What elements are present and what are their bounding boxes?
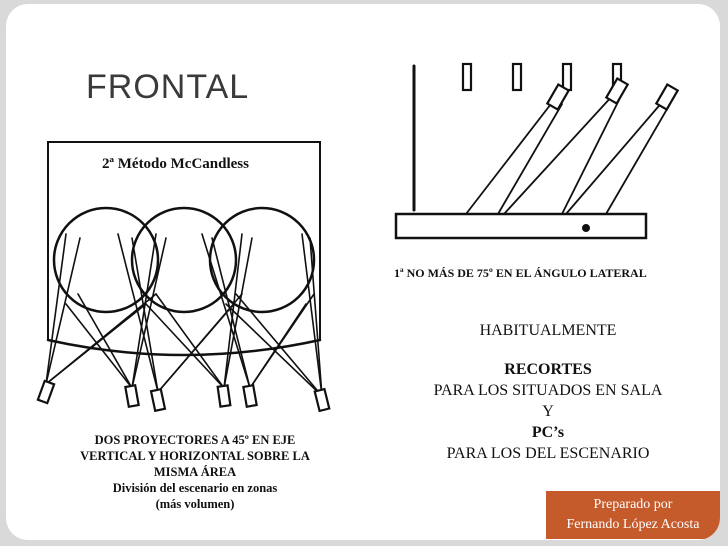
escenario-text: PARA LOS DEL ESCENARIO xyxy=(446,445,650,462)
batten-2 xyxy=(511,62,523,92)
projector-2 xyxy=(124,384,140,408)
batten-3 xyxy=(561,62,573,92)
right-text-block: HABITUALMENTE RECORTES PARA LOS SITUADOS… xyxy=(398,320,698,464)
projector-1 xyxy=(36,379,56,405)
projector-4 xyxy=(216,384,232,408)
left-caption: DOS PROYECTORES A 45º EN EJE VERTICAL Y … xyxy=(50,432,340,512)
angle-note: 1ª NO MÁS DE 75º EN EL ÁNGULO LATERAL xyxy=(394,266,647,280)
side-angle-diagram xyxy=(394,62,680,240)
caption-line-2: VERTICAL Y HORIZONTAL SOBRE LA xyxy=(80,449,310,463)
projector-5 xyxy=(242,384,258,408)
credit-box: Preparado por Fernando López Acosta xyxy=(546,491,720,539)
recortes-text: RECORTES xyxy=(504,361,592,378)
projector-6 xyxy=(313,387,331,413)
sala-text: PARA LOS SITUADOS EN SALA xyxy=(433,382,663,399)
caption-line-4: División del escenario en zonas xyxy=(112,481,278,495)
pcs-text: PC’s xyxy=(531,424,565,441)
beam-lines xyxy=(45,233,323,397)
slide: FRONTAL xyxy=(6,4,720,540)
batten-1 xyxy=(461,62,473,92)
slide-title: FRONTAL xyxy=(86,68,250,106)
stage-platform xyxy=(394,212,648,240)
y-text: Y xyxy=(542,403,554,420)
caption-line-5: (más volumen) xyxy=(155,497,235,511)
stage-front-arc xyxy=(46,338,322,357)
method-label: 2ª Método McCandless xyxy=(102,156,249,172)
credit-line-1: Preparado por xyxy=(593,497,673,512)
stage-marker xyxy=(582,224,590,232)
side-projector-1 xyxy=(545,82,571,112)
zone-circle-1 xyxy=(52,206,160,314)
mccandless-diagram xyxy=(36,141,331,413)
zone-circle-3 xyxy=(208,206,316,314)
side-projector-3 xyxy=(654,82,680,112)
habitual-text: HABITUALMENTE xyxy=(479,322,617,339)
zone-circle-2 xyxy=(130,206,238,314)
projector-3 xyxy=(149,387,167,413)
caption-line-1: DOS PROYECTORES A 45º EN EJE xyxy=(94,433,296,447)
stage-outline xyxy=(47,141,321,341)
side-projector-2 xyxy=(604,76,630,106)
credit-line-2: Fernando López Acosta xyxy=(566,517,700,532)
caption-line-3: MISMA ÁREA xyxy=(153,465,237,479)
lighting-diagrams xyxy=(36,62,680,413)
